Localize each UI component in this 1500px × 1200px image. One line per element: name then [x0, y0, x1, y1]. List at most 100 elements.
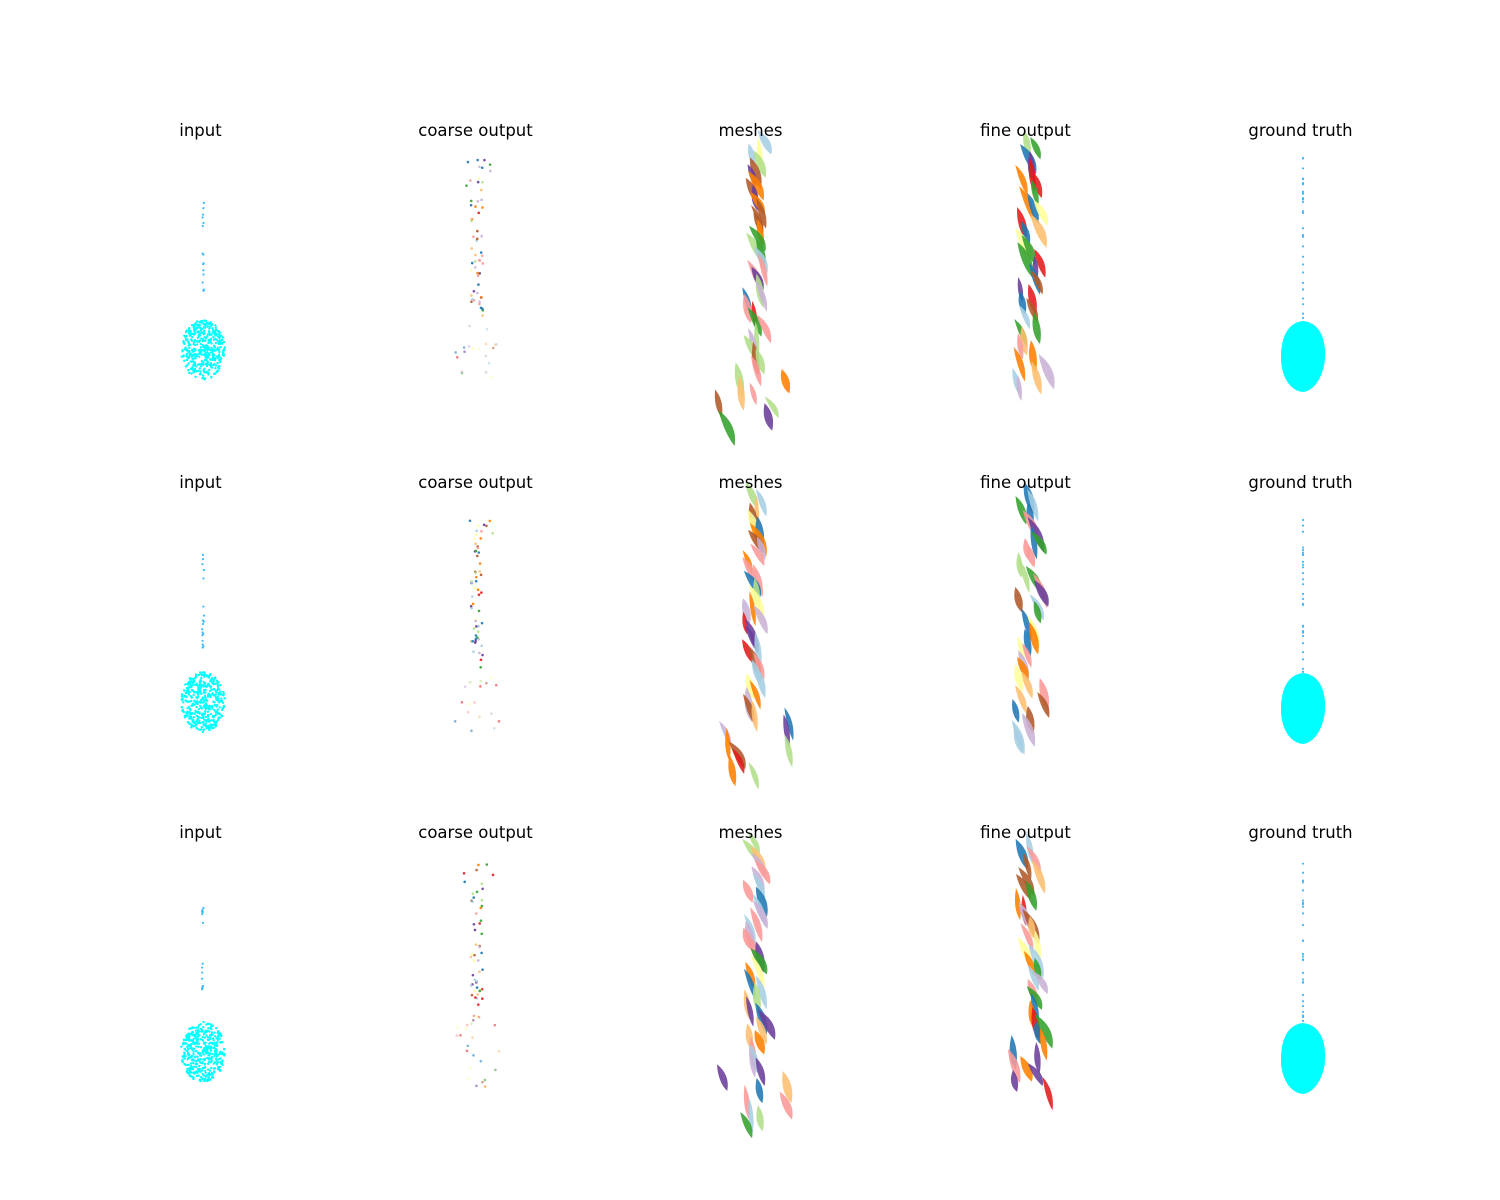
mesh-patch	[1016, 375, 1022, 402]
input-point	[186, 1058, 189, 1061]
input-point	[219, 345, 222, 349]
input-point	[216, 361, 219, 365]
input-point	[196, 721, 200, 724]
coarse-point	[475, 625, 478, 628]
input-point	[191, 683, 194, 687]
input-point	[180, 355, 183, 358]
mesh-patch	[752, 982, 761, 1014]
gt-point	[1301, 651, 1305, 654]
input-point	[198, 1078, 202, 1081]
input-point	[182, 340, 185, 343]
input-point	[213, 330, 216, 333]
input-point	[196, 1058, 200, 1061]
gt-point	[1301, 603, 1305, 606]
input-point	[181, 1060, 185, 1064]
panel-fine-2	[1011, 482, 1050, 756]
input-point	[185, 353, 189, 356]
input-point	[201, 1035, 204, 1039]
mesh-patch	[764, 396, 779, 419]
input-point	[201, 224, 204, 228]
input-point	[190, 723, 193, 726]
input-point	[187, 1039, 191, 1042]
input-point	[222, 692, 226, 696]
input-point	[207, 713, 210, 717]
mesh-patch	[1023, 853, 1032, 881]
coarse-point	[481, 1080, 484, 1084]
input-point	[200, 966, 204, 969]
input-point	[214, 341, 218, 345]
input-point	[202, 568, 205, 572]
mesh-patch	[1026, 881, 1038, 911]
mesh-patch	[749, 680, 761, 710]
mesh-patch	[750, 948, 768, 975]
mesh-patch	[1034, 248, 1046, 278]
input-point	[208, 1030, 211, 1033]
coarse-point	[470, 247, 474, 250]
mesh-patch	[752, 900, 768, 929]
input-point	[199, 348, 202, 352]
input-point	[211, 1037, 215, 1040]
input-point	[216, 1041, 219, 1044]
mesh-patch	[714, 389, 723, 418]
mesh-patch	[1014, 587, 1023, 613]
coarse-point	[468, 680, 472, 684]
coarse-point	[472, 922, 476, 926]
input-point	[205, 727, 208, 730]
input-point	[186, 1045, 189, 1049]
mesh-patch	[763, 403, 774, 431]
input-point	[183, 1052, 186, 1055]
input-point	[209, 685, 213, 688]
input-point	[199, 342, 203, 346]
coarse-point	[478, 562, 482, 565]
gt-point	[1301, 901, 1305, 905]
coarse-point	[493, 1023, 497, 1027]
coarse-point	[474, 996, 477, 999]
input-point	[194, 1070, 197, 1073]
input-point	[213, 708, 216, 712]
input-point	[204, 706, 207, 709]
coarse-point	[463, 350, 466, 353]
input-point	[217, 681, 220, 684]
input-point	[201, 1038, 204, 1042]
gt-point	[1301, 288, 1305, 291]
input-point	[184, 683, 187, 686]
input-point	[201, 376, 204, 380]
input-point	[192, 1052, 195, 1056]
coarse-point	[474, 637, 478, 641]
coarse-point	[494, 683, 498, 687]
input-point	[203, 336, 206, 339]
coarse-point	[477, 593, 481, 596]
input-point	[183, 334, 186, 337]
gt-point	[1301, 271, 1305, 274]
mesh-patch	[747, 832, 760, 855]
input-point	[204, 1051, 208, 1054]
gt-point	[1301, 524, 1305, 527]
coarse-point	[493, 343, 497, 346]
mesh-patch	[743, 968, 756, 1000]
input-point	[208, 368, 211, 372]
mesh-patch	[756, 536, 766, 560]
panel-coarse-1	[454, 158, 498, 379]
mesh-patch	[755, 348, 766, 375]
mesh-patch	[755, 1077, 764, 1104]
input-point	[188, 722, 191, 725]
coarse-point	[476, 993, 479, 996]
panel-title: meshes	[718, 121, 783, 140]
input-point	[196, 695, 200, 698]
gt-point	[1301, 981, 1305, 984]
input-point	[195, 355, 198, 358]
coarse-point	[481, 180, 484, 184]
input-point	[214, 1057, 218, 1060]
input-point	[195, 320, 199, 323]
gt-point	[1301, 912, 1305, 915]
input-point	[202, 906, 205, 910]
coarse-point	[478, 259, 482, 262]
coarse-point	[477, 863, 480, 867]
coarse-point	[480, 188, 483, 192]
input-point	[210, 1066, 213, 1070]
mesh-patch	[755, 280, 768, 313]
input-point	[188, 334, 192, 337]
input-point	[201, 977, 204, 980]
mesh-patch	[757, 130, 772, 155]
mesh-patch	[757, 252, 768, 287]
